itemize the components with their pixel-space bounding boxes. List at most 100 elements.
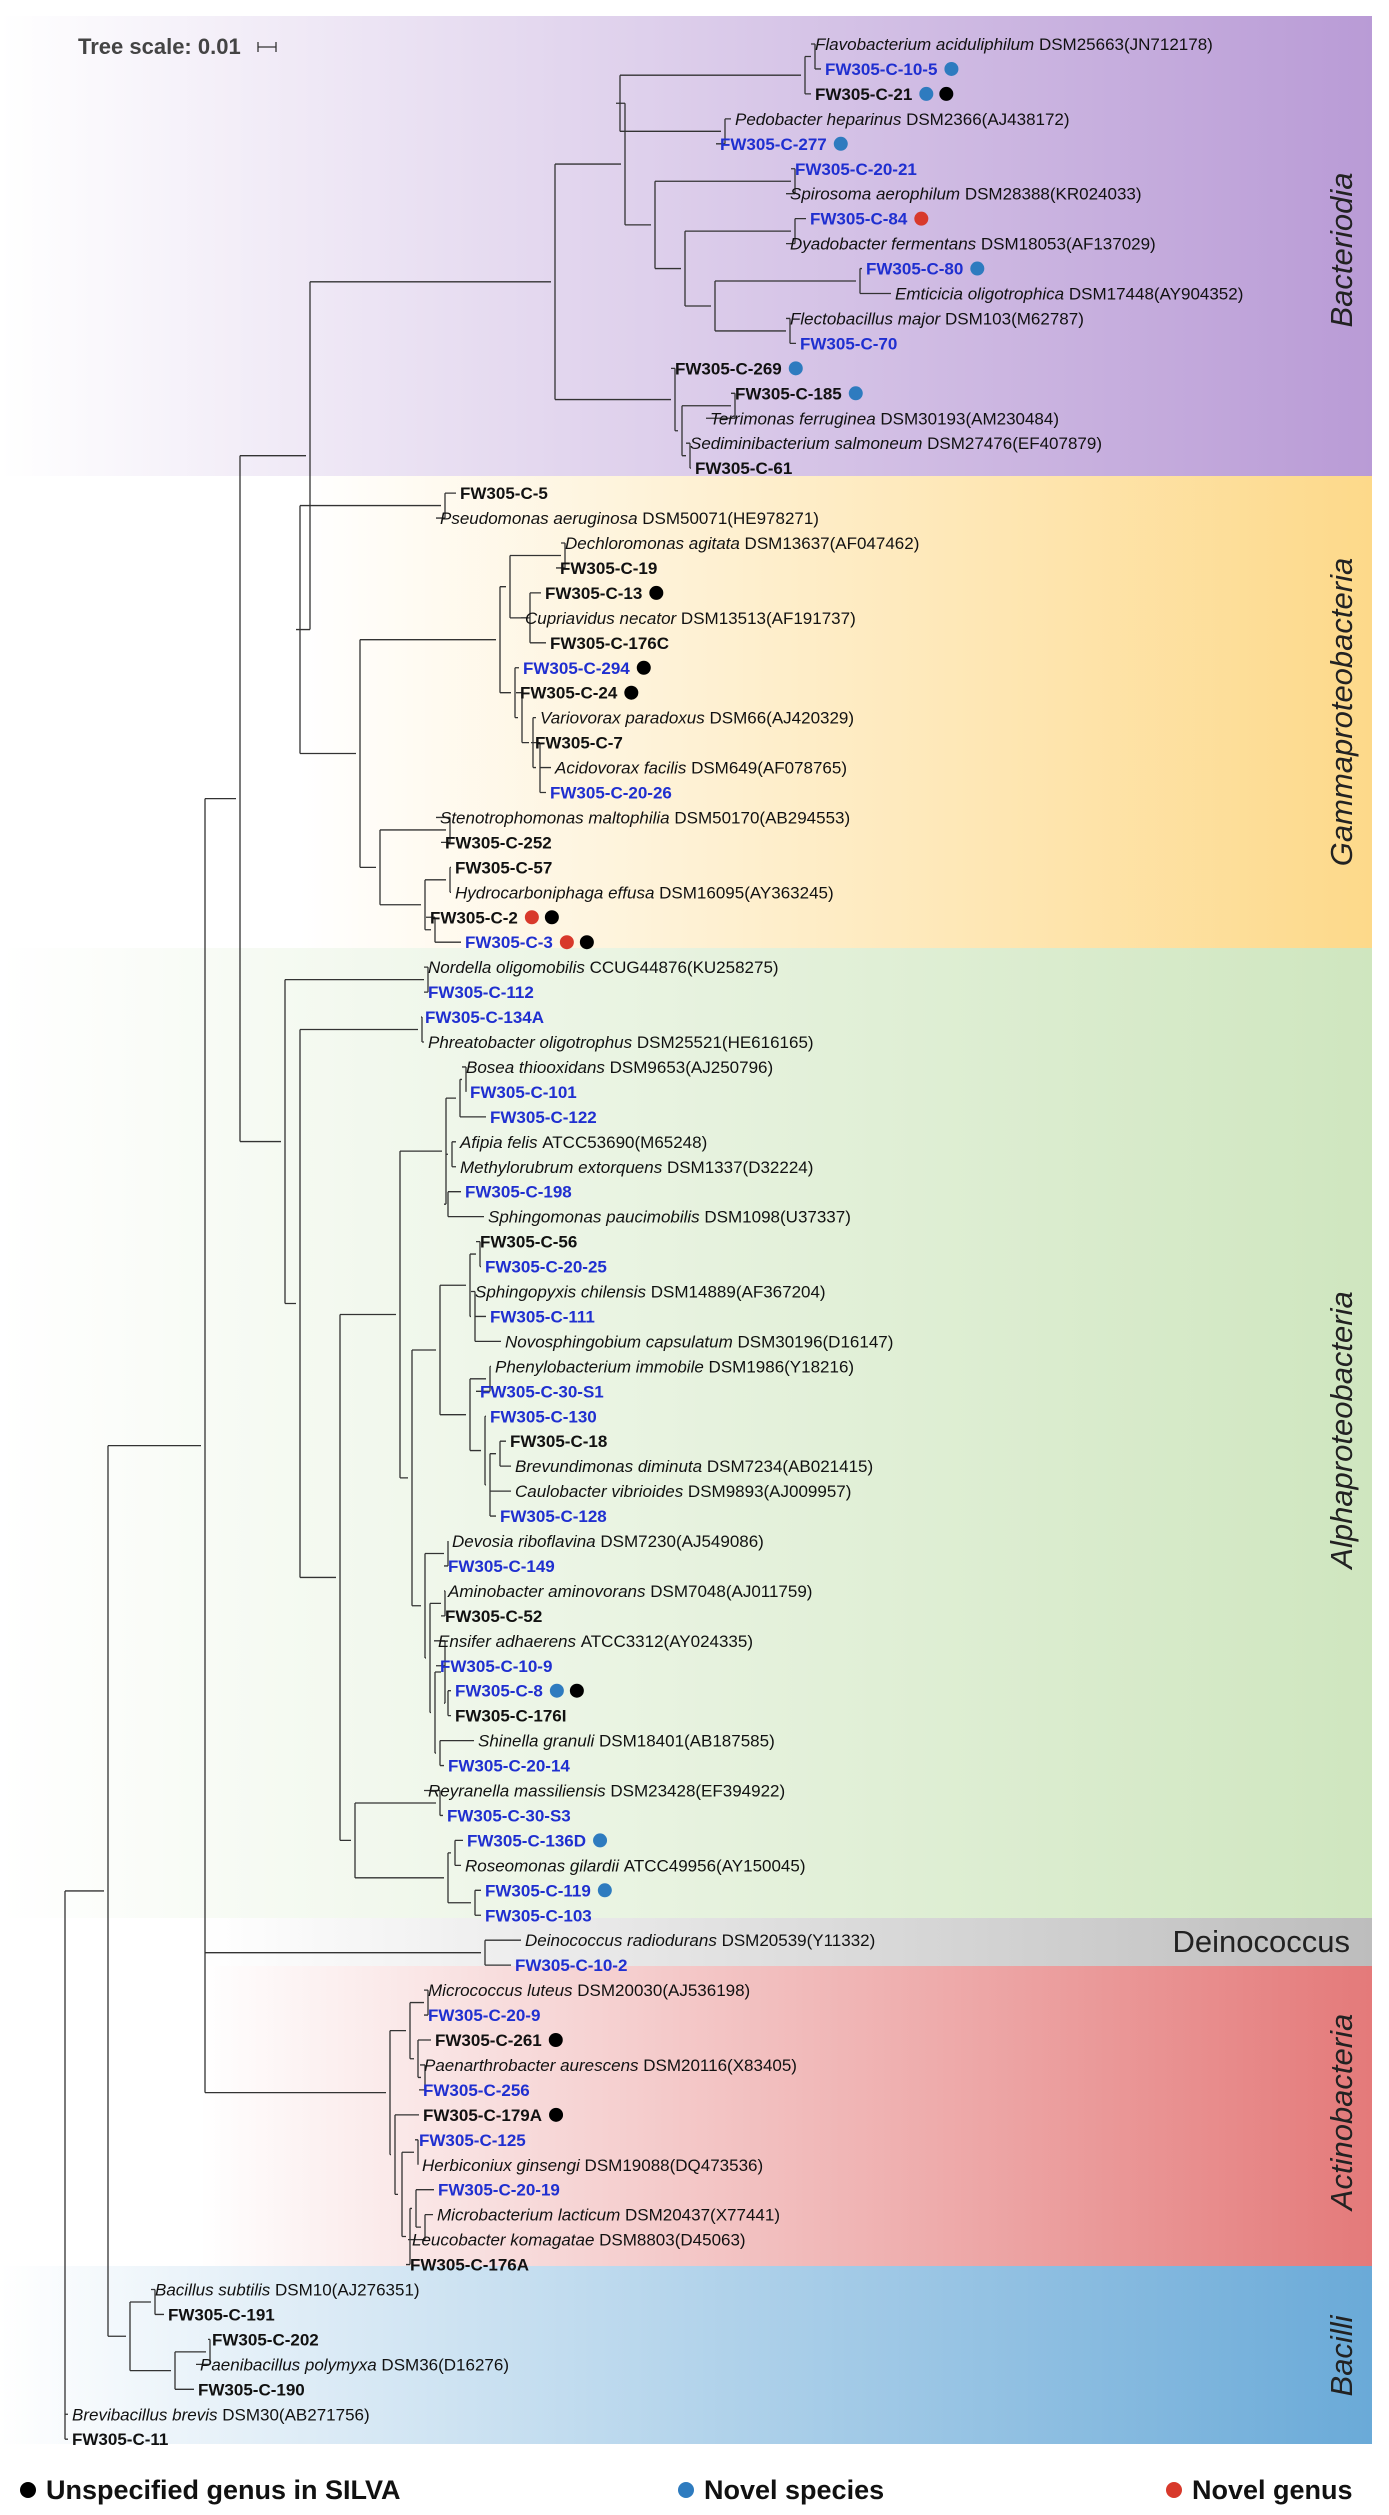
tree-branch-5 <box>786 218 806 245</box>
tree-branch-31 <box>359 639 496 868</box>
leaf-isolate-label: FW305-C-111 <box>490 1307 595 1326</box>
tree-branch-50 <box>444 1541 449 1567</box>
leaf-species-label: Pedobacter heparinus DSM2366(AJ438172) <box>735 110 1070 129</box>
tree-branch-8 <box>714 280 856 332</box>
leaf-isolate-label: FW305-C-125 <box>419 2131 526 2150</box>
leaf-isolate-label: FW305-C-190 <box>198 2380 305 2399</box>
species-name: Paenarthrobacter aurescens <box>424 2056 643 2075</box>
leaf-isolate-label: FW305-C-57 <box>455 858 552 877</box>
leaf-isolate-label: FW305-C-56 <box>480 1233 577 1252</box>
species-name: Hydrocarboniphaga effusa <box>455 883 659 902</box>
accession-number: DSM7234(AB021415) <box>707 1457 873 1476</box>
leaf-isolate-label: FW305-C-176A <box>410 2256 529 2275</box>
leaf-isolate-label: FW305-C-10-5 <box>825 60 937 79</box>
tree-branch-13 <box>686 442 691 469</box>
accession-number: DSM23428(EF394922) <box>610 1782 785 1801</box>
novel-species-marker <box>970 261 985 276</box>
clade-bg-bacilli <box>0 2266 1372 2444</box>
clade-bg-gammaproteobacteria <box>300 476 1372 948</box>
accession-number: DSM18401(AB187585) <box>599 1732 775 1751</box>
species-name: Caulobacter vibrioides <box>515 1482 688 1501</box>
accession-number: DSM17448(AY904352) <box>1069 285 1244 304</box>
clade-bg-deinococcus <box>200 1918 1372 1966</box>
leaf-isolate-label: FW305-C-30-S3 <box>447 1806 571 1825</box>
species-name: Micrococcus luteus <box>428 1981 577 2000</box>
tree-branch-14 <box>681 405 731 457</box>
accession-number: DSM16095(AY363245) <box>659 883 834 902</box>
tree-branch-23 <box>516 692 529 744</box>
tree-branch-24 <box>514 667 519 719</box>
leaf-species-label: Micrococcus luteus DSM20030(AJ536198) <box>428 1981 750 2000</box>
tree-branch-57 <box>424 1552 444 1659</box>
species-name: Brevibacillus brevis <box>72 2405 222 2424</box>
accession-number: DSM20437(X77441) <box>625 2206 780 2225</box>
novel-species-marker <box>944 61 959 76</box>
tree-branch-71 <box>419 2064 426 2091</box>
species-name: Novosphingobium capsulatum <box>505 1332 737 1351</box>
tree-branch-83 <box>196 2338 211 2365</box>
leaf-isolate-label: FW305-C-10-2 <box>515 1956 627 1975</box>
tree-branch-46 <box>489 1453 511 1517</box>
accession-number: DSM9893(AJ009957) <box>688 1482 851 1501</box>
accession-number: DSM28388(KR024033) <box>965 185 1142 204</box>
leaf-species-label: Deinococcus radiodurans DSM20539(Y11332) <box>525 1931 875 1950</box>
tree-branch-51 <box>441 1590 446 1617</box>
accession-number: DSM13513(AF191737) <box>681 609 856 628</box>
species-name: Pedobacter heparinus <box>735 110 906 129</box>
tree-branch-86 <box>107 1444 201 2337</box>
tree-branch-16 <box>554 163 671 401</box>
tree-branch-37 <box>459 1078 486 1118</box>
tree-branch-52 <box>447 1690 451 1717</box>
tree-branch-70 <box>424 1989 429 2016</box>
tree-branch-53 <box>434 1640 446 1704</box>
leaf-isolate-label: FW305-C-130 <box>490 1407 597 1426</box>
species-name: Ensifer adhaerens <box>438 1632 581 1651</box>
clade-bg-alphaproteobacteria <box>0 948 1372 1918</box>
leaf-species-label: Brevundimonas diminuta DSM7234(AB021415) <box>515 1457 873 1476</box>
leaf-species-label: Sphingopyxis chilensis DSM14889(AF367204… <box>475 1283 826 1302</box>
tree-branch-11 <box>616 102 651 226</box>
tree-branch-41 <box>476 1240 481 1268</box>
tree-branch-35 <box>421 1016 424 1043</box>
species-name: Emticicia oligotrophica <box>895 285 1069 304</box>
novel-genus-marker <box>524 910 539 925</box>
accession-number: ATCC53690(M65248) <box>542 1133 707 1152</box>
accession-number: DSM8803(D45063) <box>599 2231 745 2250</box>
tree-branch-15 <box>671 367 678 432</box>
species-name: Aminobacter aminovorans <box>447 1582 650 1601</box>
species-name: Cupriavidus necator <box>525 609 681 628</box>
legend-label-novel-species: Novel species <box>704 2475 884 2505</box>
leaf-isolate-label: FW305-C-103 <box>485 1906 592 1925</box>
leaf-species-label: Stenotrophomonas maltophilia DSM50170(AB… <box>440 808 850 827</box>
tree-branch-4 <box>786 168 796 195</box>
species-name: Sediminibacterium salmoneum <box>690 434 927 453</box>
leaf-isolate-label: FW305-C-21 <box>815 85 912 104</box>
tree-branch-64 <box>354 1802 444 1879</box>
tree-branch-49 <box>439 1284 466 1416</box>
tree-branch-10 <box>654 180 791 270</box>
species-name: Bosea thiooxidans <box>466 1058 610 1077</box>
tree-scale-label: Tree scale: 0.01 <box>78 34 241 59</box>
tree-branch-2 <box>716 118 731 145</box>
leaf-isolate-label: FW305-C-20-21 <box>795 160 917 179</box>
tree-branch-62 <box>474 1889 481 1916</box>
species-name: Dyadobacter fermentans <box>790 235 981 254</box>
tree-branch-48 <box>469 1378 486 1452</box>
tree-branch-84 <box>174 2351 206 2390</box>
accession-number: DSM20030(AJ536198) <box>577 1981 750 2000</box>
unspecified-genus-marker <box>649 585 664 600</box>
leaf-species-label: Spirosoma aerophilum DSM28388(KR024033) <box>790 185 1142 204</box>
accession-number: DSM13637(AF047462) <box>745 534 920 553</box>
species-name: Sphingopyxis chilensis <box>475 1283 651 1302</box>
accession-number: DSM20539(Y11332) <box>722 1931 876 1950</box>
leaf-isolate-label: FW305-C-122 <box>490 1108 597 1127</box>
leaf-isolate-label: FW305-C-5 <box>460 484 548 503</box>
leaf-isolate-label: FW305-C-134A <box>425 1008 544 1027</box>
species-name: Shinella granuli <box>478 1732 599 1751</box>
leaf-isolate-label: FW305-C-191 <box>168 2305 275 2324</box>
tree-branch-72 <box>417 2039 431 2079</box>
tree-branch-33 <box>296 281 551 631</box>
tree-branch-59 <box>399 1150 442 1479</box>
leaf-isolate-label: FW305-C-61 <box>695 459 792 478</box>
